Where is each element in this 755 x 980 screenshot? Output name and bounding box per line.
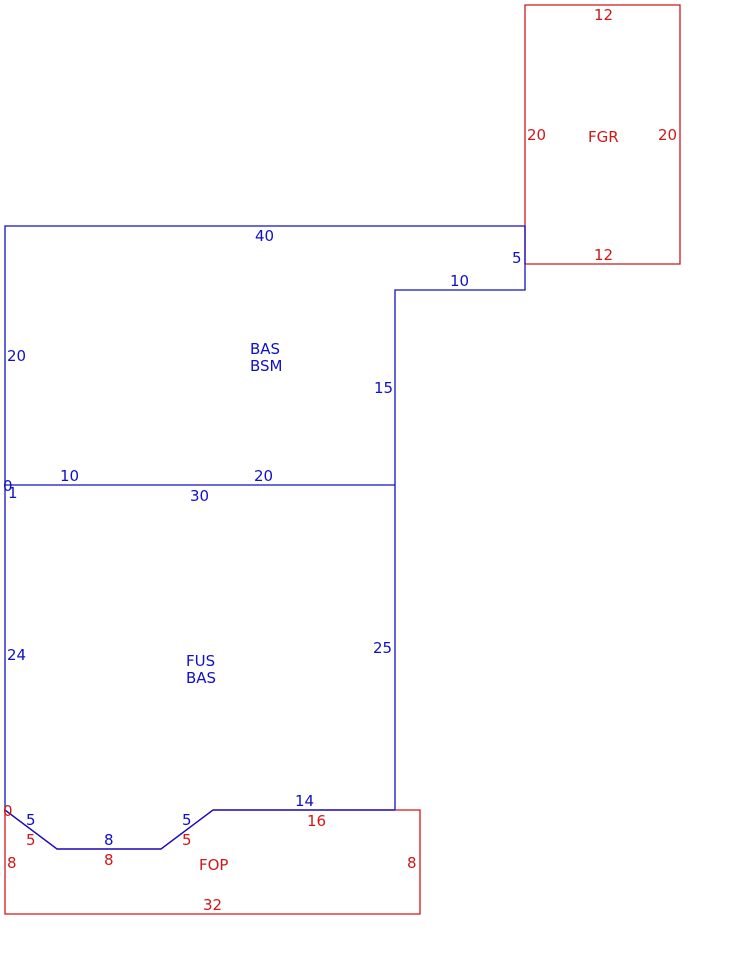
- dim-porch-diag-right: 5: [182, 831, 192, 849]
- dim-upper-top: 40: [255, 227, 274, 245]
- dim-lower-top: 30: [190, 487, 209, 505]
- upper-area-code-2: BSM: [250, 357, 283, 375]
- dim-garage-left: 20: [527, 126, 546, 144]
- dim-lower-diag-left: 5: [26, 811, 36, 829]
- dim-porch-zero: 0: [3, 802, 13, 820]
- dim-upper-right: 15: [374, 379, 393, 397]
- dim-lower-left: 24: [7, 646, 26, 664]
- dim-garage-right: 20: [658, 126, 677, 144]
- dim-lower-right: 25: [373, 639, 392, 657]
- lower-area-bottom-edge: [4, 809, 395, 850]
- dim-mid-left-segment: 10: [60, 467, 79, 485]
- dim-garage-bottom: 12: [594, 246, 613, 264]
- dim-mid-zero: 0: [3, 477, 13, 495]
- dim-lower-bottom: 8: [104, 831, 114, 849]
- dim-lower-diag-right: 5: [182, 811, 192, 829]
- dim-lower-bottom-right: 14: [295, 792, 314, 810]
- dim-porch-diag-left: 5: [26, 831, 36, 849]
- dim-porch-top: 16: [307, 812, 326, 830]
- upper-area-code-1: BAS: [250, 340, 280, 358]
- garage-outline: [524, 4, 681, 265]
- dim-garage-top: 12: [594, 6, 613, 24]
- dim-notch-horizontal: 10: [450, 272, 469, 290]
- dim-porch-right: 8: [407, 854, 417, 872]
- dim-mid-right-segment: 20: [254, 467, 273, 485]
- upper-area-outline: [4, 225, 526, 485]
- dim-upper-left: 20: [7, 347, 26, 365]
- porch-area-code: FOP: [199, 856, 228, 874]
- dim-mid-one: 1: [8, 484, 18, 502]
- lower-area-code-1: FUS: [186, 652, 215, 670]
- lower-area-code-2: BAS: [186, 669, 216, 687]
- dim-porch-inner-bottom: 8: [104, 851, 114, 869]
- dim-porch-bottom: 32: [203, 896, 222, 914]
- dim-notch-vertical: 5: [512, 249, 522, 267]
- garage-area-code: FGR: [588, 128, 619, 146]
- dim-porch-left: 8: [7, 854, 17, 872]
